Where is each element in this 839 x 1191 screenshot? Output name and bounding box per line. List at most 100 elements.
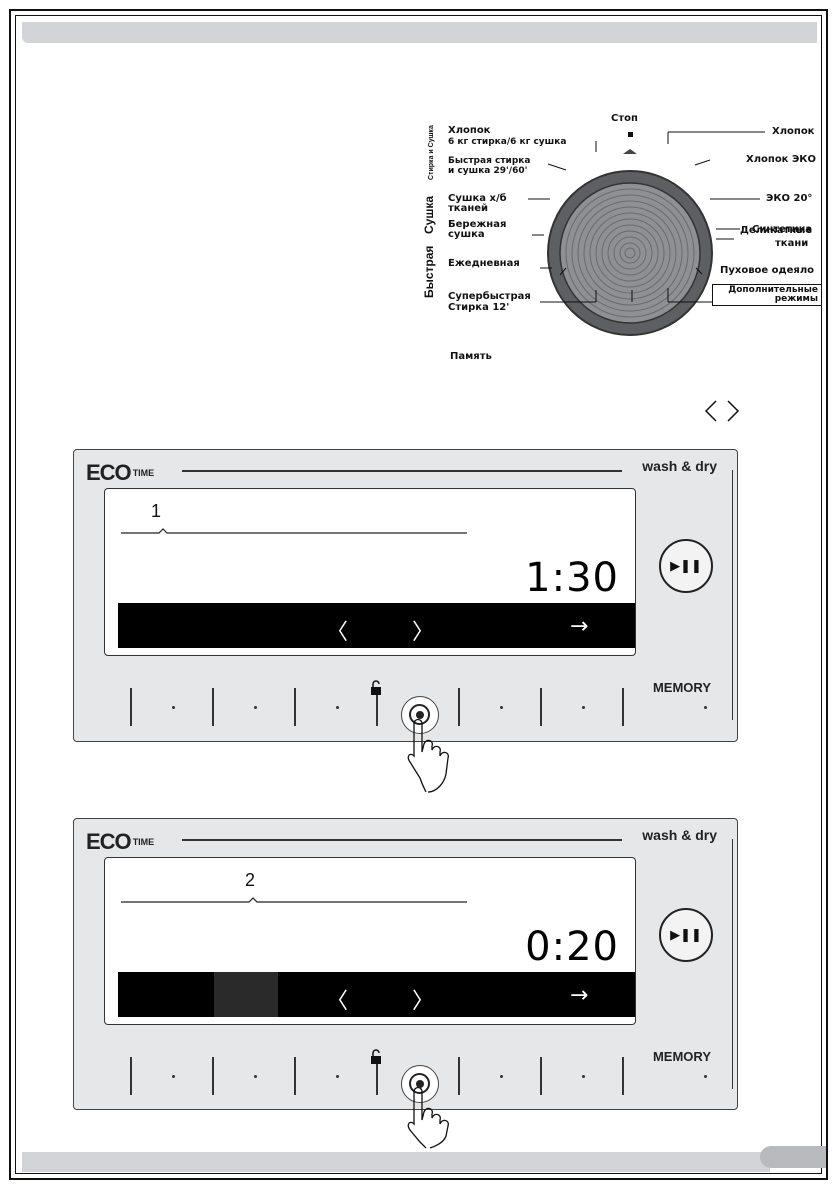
button-3[interactable] xyxy=(336,1075,339,1078)
button-row xyxy=(124,1049,707,1103)
lock-icon xyxy=(371,680,381,695)
dial-left-item-4a: Бережная xyxy=(448,219,507,230)
button-row xyxy=(124,680,707,734)
highlighted-segment xyxy=(214,972,278,1017)
dial-right-item-5a: Деликатные xyxy=(740,225,813,236)
page-frame xyxy=(9,9,828,1180)
dial-left-item-6a: Супербыстрая xyxy=(448,291,531,302)
button-3[interactable] xyxy=(336,706,339,709)
footer-band xyxy=(22,1152,770,1172)
dial-left-item-2a: Быстрая стирка xyxy=(448,156,531,166)
program-dial-diagram: Стирка и Сушка Сушка Быстрая Стоп Хлопок… xyxy=(420,108,820,378)
brand-eco: ECO xyxy=(86,460,132,485)
brand-time: TIME xyxy=(132,468,155,478)
progress-line xyxy=(121,897,467,903)
dial-right-item-5b: ткани xyxy=(775,238,809,249)
lock-icon xyxy=(371,1049,381,1064)
child-lock-button[interactable] xyxy=(401,696,439,734)
button-4[interactable] xyxy=(500,1075,503,1078)
display-screen: 2 0:20 〈 〉 → xyxy=(104,857,636,1025)
separator xyxy=(376,1057,378,1095)
dial-left-item-1a: Хлопок xyxy=(448,125,491,136)
group-label-dry: Сушка xyxy=(422,195,436,234)
dial-stop-label: Стоп xyxy=(611,113,638,124)
dial-right-item-6: Пуховое одеяло xyxy=(720,265,815,276)
finger-icon xyxy=(407,718,449,793)
extra-modes-line-2: режимы xyxy=(774,294,818,304)
arrow-right-icon[interactable]: → xyxy=(570,983,589,1008)
control-panel-step-1: ECO TIME wash & dry 1 1:30 〈 〉 → ▶❚❚ MEM… xyxy=(73,449,738,742)
memory-label: MEMORY xyxy=(652,1049,711,1064)
memory-button[interactable] xyxy=(704,706,707,709)
button-4[interactable] xyxy=(500,706,503,709)
separator xyxy=(458,1057,460,1095)
dial-right-item-3: ЭКО 20° xyxy=(766,193,813,204)
memory-button[interactable] xyxy=(704,1075,707,1078)
child-lock-button[interactable] xyxy=(401,1065,439,1103)
panel-top-rule xyxy=(182,839,622,841)
display-screen: 1 1:30 〈 〉 → xyxy=(104,488,636,656)
separator xyxy=(212,688,214,726)
dial-left-item-3b: тканей xyxy=(448,203,489,214)
group-label-quick: Быстрая xyxy=(422,245,436,298)
button-2[interactable] xyxy=(254,1075,257,1078)
page-inner-frame xyxy=(15,15,822,1174)
eco-time-logo: ECO TIME xyxy=(86,460,154,486)
menu-bar: 〈 〉 → xyxy=(118,972,635,1017)
dial-right-item-4: Синтетика xyxy=(752,224,813,235)
extra-modes-line-1: Дополнительные xyxy=(728,285,818,295)
separator xyxy=(376,688,378,726)
separator xyxy=(130,688,132,726)
step-number: 2 xyxy=(245,870,256,890)
dial-left-item-1b: 6 кг стирка/6 кг сушка xyxy=(448,137,567,147)
group-label-wash-dry: Стирка и Сушка xyxy=(428,125,435,180)
dial-left-item-6b: Стирка 12' xyxy=(448,302,510,313)
separator xyxy=(540,1057,542,1095)
arrow-right-icon[interactable]: → xyxy=(570,614,589,639)
panel-right-rule xyxy=(731,839,733,1089)
brand-time: TIME xyxy=(132,837,155,847)
extra-modes-box: Дополнительные режимы xyxy=(712,284,822,306)
remaining-time: 0:20 xyxy=(525,924,619,970)
separator xyxy=(540,688,542,726)
separator xyxy=(212,1057,214,1095)
wash-dry-label: wash & dry xyxy=(642,458,717,474)
start-pause-button[interactable]: ▶❚❚ xyxy=(659,539,713,593)
button-1[interactable] xyxy=(172,1075,175,1078)
separator xyxy=(294,1057,296,1095)
next-icon[interactable]: 〉 xyxy=(412,620,435,645)
prev-icon[interactable]: 〈 xyxy=(326,989,349,1014)
menu-bar: 〈 〉 → xyxy=(118,603,635,648)
separator xyxy=(130,1057,132,1095)
page-tab xyxy=(760,1146,826,1168)
nav-arrows-icon xyxy=(702,398,742,428)
separator xyxy=(622,688,624,726)
start-pause-button[interactable]: ▶❚❚ xyxy=(659,908,713,962)
button-5[interactable] xyxy=(582,706,585,709)
wash-dry-label: wash & dry xyxy=(642,827,717,843)
dial-left-item-5: Ежедневная xyxy=(448,258,520,269)
separator xyxy=(294,688,296,726)
panel-right-rule xyxy=(731,470,733,720)
finger-icon xyxy=(407,1086,449,1149)
control-panel-step-2: ECO TIME wash & dry 2 0:20 〈 〉 → ▶❚❚ MEM… xyxy=(73,818,738,1110)
separator xyxy=(622,1057,624,1095)
panel-top-rule xyxy=(182,470,622,472)
dial-left-item-3a: Сушка х/б xyxy=(448,193,507,204)
button-2[interactable] xyxy=(254,706,257,709)
remaining-time: 1:30 xyxy=(525,555,619,601)
dial-right-item-1: Хлопок xyxy=(772,126,815,137)
dial-left-item-4b: сушка xyxy=(448,229,485,240)
step-number: 1 xyxy=(151,501,162,521)
button-5[interactable] xyxy=(582,1075,585,1078)
dial-left-item-2b: и сушка 29'/60' xyxy=(448,166,528,176)
next-icon[interactable]: 〉 xyxy=(412,989,435,1014)
memory-label: MEMORY xyxy=(652,680,711,695)
eco-time-logo: ECO TIME xyxy=(86,829,154,855)
dial-right-item-2: Хлопок ЭКО xyxy=(746,154,816,165)
prev-icon[interactable]: 〈 xyxy=(326,620,349,645)
dial-left-item-7: Память xyxy=(450,351,492,362)
progress-line xyxy=(121,528,467,534)
header-band xyxy=(22,22,817,43)
button-1[interactable] xyxy=(172,706,175,709)
